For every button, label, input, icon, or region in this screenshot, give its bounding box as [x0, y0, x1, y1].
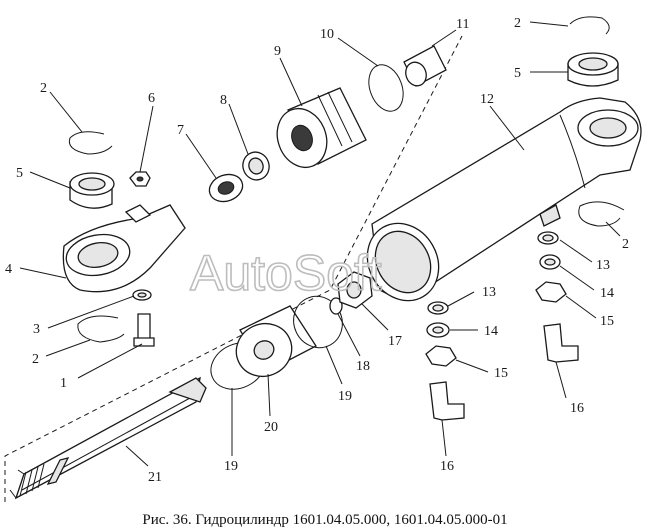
- callout-13: 13: [596, 258, 610, 273]
- callout-2: 2: [32, 352, 39, 367]
- assembly-dashed-line: [4, 35, 463, 502]
- watermark-text: AutoSoft: [190, 245, 382, 301]
- callout-1: 1: [60, 376, 67, 391]
- rod-eye: [62, 204, 186, 293]
- piston-rod: [9, 376, 207, 500]
- callout-13: 13: [482, 285, 496, 300]
- callout-21: 21: [148, 470, 162, 485]
- cylinder-body: [366, 97, 642, 302]
- callout-20: 20: [264, 420, 278, 435]
- piston-assembly: [210, 295, 343, 390]
- elbow-fittings: [429, 323, 579, 421]
- callout-14: 14: [484, 324, 498, 339]
- leader-lines: [19, 21, 621, 467]
- small-hardware: [129, 171, 155, 347]
- callout-16: 16: [440, 459, 454, 474]
- callout-2: 2: [622, 237, 629, 252]
- callout-4: 4: [5, 262, 12, 277]
- gland-nut-seal: [208, 151, 270, 203]
- fitting-washers: [425, 231, 567, 367]
- callout-6: 6: [148, 91, 155, 106]
- bushing-right: [567, 52, 619, 87]
- callout-15: 15: [600, 314, 614, 329]
- oring-and-sleeve: [368, 45, 447, 112]
- callout-17: 17: [388, 334, 402, 349]
- bushing-left: [69, 172, 115, 209]
- callout-3: 3: [33, 322, 40, 337]
- callout-9: 9: [274, 44, 281, 59]
- figure-caption: Рис. 36. Гидроцилиндр 1601.04.05.000, 16…: [142, 512, 507, 528]
- callout-16: 16: [570, 401, 584, 416]
- callout-19: 19: [338, 389, 352, 404]
- retaining-rings: [68, 16, 625, 343]
- gland-head: [276, 87, 367, 169]
- callout-11: 11: [456, 17, 469, 32]
- callout-14: 14: [600, 286, 614, 301]
- callout-2: 2: [514, 16, 521, 31]
- callout-12: 12: [480, 92, 494, 107]
- callout-10: 10: [320, 27, 334, 42]
- piston-nut: [337, 271, 373, 309]
- callout-8: 8: [220, 93, 227, 108]
- callout-5: 5: [16, 166, 23, 181]
- callout-18: 18: [356, 359, 370, 374]
- callout-2: 2: [40, 81, 47, 96]
- callout-labels: 1 2 2 2 2 3 4 5 5 6 7 8 9 10 11 12 13 13…: [5, 16, 629, 485]
- callout-19: 19: [224, 459, 238, 474]
- callout-5: 5: [514, 66, 521, 81]
- callout-7: 7: [177, 123, 184, 138]
- callout-15: 15: [494, 366, 508, 381]
